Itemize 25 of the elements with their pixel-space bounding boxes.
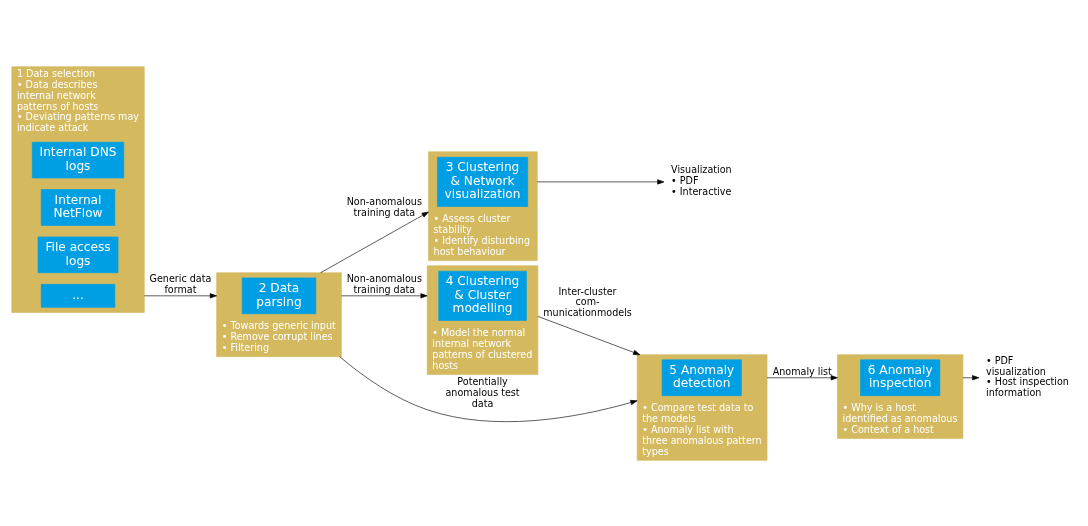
arrow bbox=[537, 315, 641, 355]
edge-label: Non-anomalous training data bbox=[346, 272, 422, 295]
node-box: 2 Data parsing bbox=[241, 277, 317, 314]
node-box: 4 Clustering & Cluster modelling bbox=[438, 270, 527, 321]
node-text: • PDF visualization • Host inspection information bbox=[985, 354, 1069, 398]
arrow bbox=[962, 374, 980, 380]
arrow bbox=[320, 211, 429, 273]
arrow bbox=[143, 292, 217, 298]
node-box: Internal DNS logs bbox=[31, 141, 125, 178]
edge-label: Generic data format bbox=[149, 272, 212, 295]
arrow bbox=[341, 292, 428, 298]
arrow bbox=[536, 178, 665, 184]
edge-label: Potentially anomalous test data bbox=[445, 375, 520, 409]
node-box: 6 Anomaly inspection bbox=[860, 359, 941, 396]
edge-label: Inter-cluster com- municationmodels bbox=[543, 285, 632, 318]
node-box: ... bbox=[40, 283, 116, 308]
node-text: Visualization • PDF • Interactive bbox=[671, 163, 732, 197]
arrow bbox=[339, 355, 638, 422]
edge-label: Anomaly list bbox=[772, 365, 832, 377]
node-box: 3 Clustering & Network visualization bbox=[437, 156, 528, 207]
node-box: Internal NetFlow bbox=[40, 188, 116, 226]
edge-label: Non-anomalous training data bbox=[346, 195, 422, 218]
node-box: 5 Anomaly detection bbox=[661, 359, 742, 396]
arrow bbox=[766, 374, 838, 380]
node-box: File access logs bbox=[37, 236, 119, 273]
